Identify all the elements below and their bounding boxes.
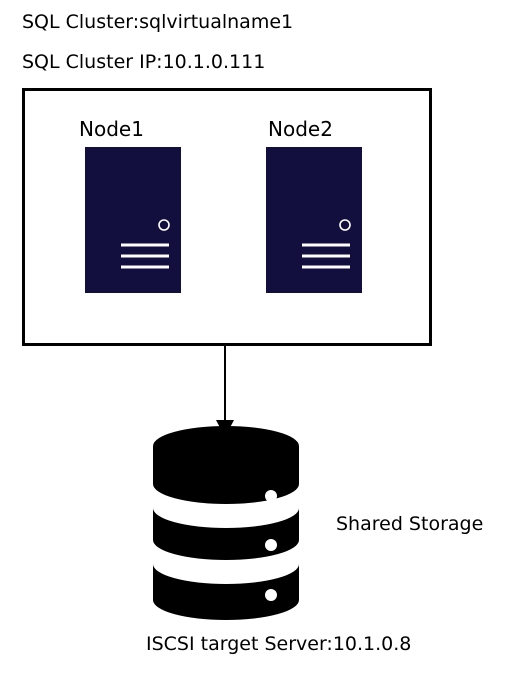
cluster-ip-label: SQL Cluster IP:10.1.0.111	[22, 51, 266, 73]
node2-server-icon	[266, 147, 362, 293]
node1-server-icon	[85, 147, 181, 293]
shared-storage-database-icon	[153, 426, 299, 620]
node2-label: Node2	[268, 117, 333, 141]
shared-storage-label: Shared Storage	[336, 513, 484, 535]
cluster-name-label: SQL Cluster:sqlvirtualname1	[22, 11, 294, 33]
node1-label: Node1	[79, 117, 144, 141]
iscsi-target-server-label: ISCSI target Server:10.1.0.8	[146, 633, 412, 655]
